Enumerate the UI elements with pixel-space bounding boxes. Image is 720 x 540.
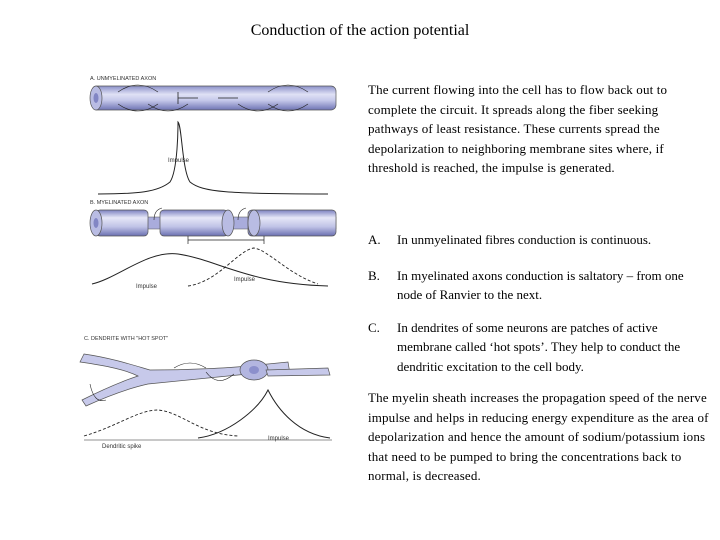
list-item: C. In dendrites of some neurons are patc…: [368, 318, 712, 377]
dendrite-hot-spot: [79, 353, 331, 407]
impulse-curves-b: [91, 247, 329, 287]
unmyelinated-axon: [89, 84, 337, 112]
myelinated-axon: [89, 207, 337, 244]
impulse-curve-a: [97, 120, 329, 195]
impulse-curves-c: [83, 388, 332, 441]
list-marker: C.: [368, 319, 380, 335]
list-marker: B.: [368, 267, 380, 283]
list-item-text: In myelinated axons conduction is saltat…: [397, 267, 684, 303]
slide-title: Conduction of the action potential: [250, 22, 470, 39]
list-item-text: In unmyelinated fibres conduction is con…: [397, 232, 652, 247]
panel-a-label: A. UNMYELINATED AXON: [90, 76, 156, 82]
impulse-label-c: Impulse: [268, 436, 290, 442]
outro-paragraph: The myelin sheath increases the propagat…: [368, 390, 709, 483]
intro-paragraph: The current flowing into the cell has to…: [368, 82, 668, 175]
list-marker: A.: [368, 232, 381, 247]
panel-b-label: B. MYELINATED AXON: [90, 200, 148, 206]
list-item-text: In dendrites of some neurons are patches…: [397, 319, 681, 374]
conduction-figure: A. UNMYELINATED AXON Impulse B. MYELINAT…: [78, 70, 346, 490]
panel-c-label: C. DENDRITE WITH "HOT SPOT": [84, 336, 168, 342]
dendritic-spike-label: Dendritic spike: [102, 444, 142, 450]
impulse-label-b-dashed: Impulse: [234, 277, 256, 283]
conduction-type-list: A. In unmyelinated fibres conduction is …: [368, 230, 712, 392]
impulse-label-b: Impulse: [136, 284, 158, 290]
list-item: B. In myelinated axons conduction is sal…: [368, 266, 712, 305]
list-item: A. In unmyelinated fibres conduction is …: [368, 230, 712, 250]
impulse-label-a: Impulse: [168, 158, 190, 164]
